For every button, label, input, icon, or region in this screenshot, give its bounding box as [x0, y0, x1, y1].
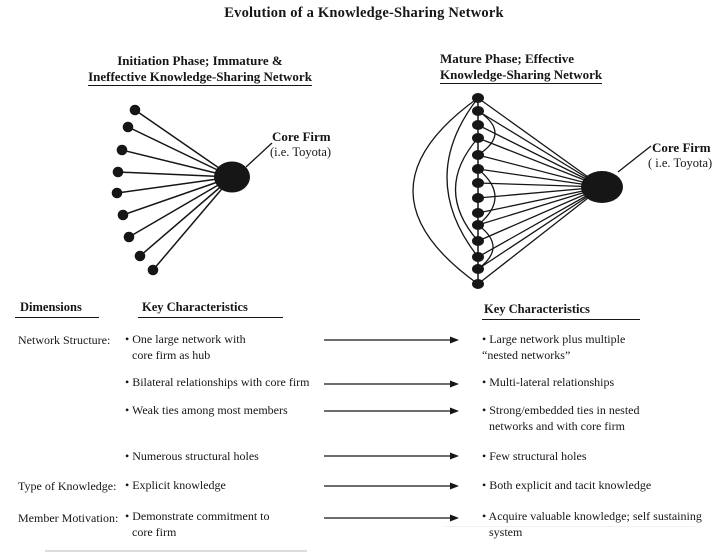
network-tie-line — [477, 97, 603, 188]
member-firm-node — [122, 121, 134, 133]
member-firm-node — [472, 133, 484, 143]
member-firm-node — [123, 231, 135, 243]
mapping-arrow-head — [450, 407, 459, 415]
mature-phase-heading-line1: Mature Phase; Effective — [440, 51, 575, 66]
mapping-arrow-head — [450, 452, 459, 460]
initiation-characteristic: • Demonstrate commitment to core firm — [125, 509, 270, 539]
mature-characteristic: • Large network plus multiple “nested ne… — [482, 332, 626, 362]
dimension-label: Network Structure: — [18, 333, 111, 347]
initiation-phase-heading: Initiation Phase; Immature & Ineffective… — [39, 53, 361, 86]
network-tie-line — [139, 176, 233, 257]
figure-title: Evolution of a Knowledge-Sharing Network — [224, 5, 504, 21]
initiation-phase-heading-line1: Initiation Phase; Immature & — [117, 53, 283, 68]
member-firm-node — [472, 279, 484, 289]
network-tie-line — [477, 137, 603, 188]
network-tie-line — [477, 186, 603, 242]
network-tie-line — [134, 109, 233, 178]
mature-characteristic: • Few structural holes — [482, 449, 587, 463]
member-firm-node — [112, 166, 124, 178]
network-tie-line — [116, 176, 233, 194]
mapping-arrow-head — [450, 380, 459, 388]
nested-network-arc — [477, 110, 496, 156]
key-characteristics-header-left: Key Characteristics — [138, 300, 283, 318]
member-firm-node — [472, 252, 484, 262]
member-firm-node — [472, 264, 484, 274]
right-core-firm-label: Core Firm — [652, 140, 711, 155]
member-firm-node — [472, 178, 484, 188]
mature-characteristic: • Acquire valuable knowledge; self susta… — [482, 509, 702, 539]
nested-network-arc — [454, 137, 479, 242]
network-tie-line — [477, 154, 603, 188]
network-tie-line — [477, 186, 603, 270]
mapping-arrow-head — [450, 482, 459, 490]
mapping-arrow-head — [450, 514, 459, 522]
network-tie-line — [121, 149, 233, 178]
network-tie-line — [477, 110, 603, 188]
initiation-characteristic: • One large network with core firm as hu… — [125, 332, 246, 362]
nested-network-arc — [446, 97, 479, 258]
network-tie-line — [477, 168, 603, 188]
initiation-characteristic: • Bilateral relationships with core firm — [125, 375, 310, 389]
initiation-characteristic: • Weak ties among most members — [125, 403, 288, 417]
member-firm-node — [472, 120, 484, 130]
mature-phase-heading-line2: Knowledge-Sharing Network — [440, 67, 603, 84]
mature-characteristic: • Both explicit and tacit knowledge — [482, 478, 652, 492]
mature-characteristic: • Strong/embedded ties in nested network… — [482, 403, 640, 433]
initiation-characteristic: • Explicit knowledge — [125, 478, 226, 492]
core-firm-node — [214, 161, 250, 193]
initiation-characteristic: • Numerous structural holes — [125, 449, 259, 463]
dimension-label: Member Motivation: — [18, 511, 119, 525]
nested-network-arc — [412, 97, 479, 285]
mapping-arrow-head — [450, 336, 459, 344]
member-firm-node — [472, 164, 484, 174]
mature-characteristic: • Multi-lateral relationships — [482, 375, 615, 389]
network-tie-line — [122, 176, 233, 216]
member-firm-node — [117, 209, 129, 221]
core-firm-pointer-line — [617, 145, 652, 173]
member-firm-node — [472, 106, 484, 116]
network-tie-line — [127, 126, 233, 178]
member-firm-node — [472, 236, 484, 246]
initiation-phase-heading-line2: Ineffective Knowledge-Sharing Network — [88, 69, 312, 86]
member-firm-node — [472, 193, 484, 203]
scan-artifact-line — [45, 550, 307, 552]
core-firm-pointer-line — [245, 142, 273, 168]
network-tie-line — [477, 186, 603, 226]
key-characteristics-header-right: Key Characteristics — [482, 302, 640, 320]
mature-phase-heading: Mature Phase; Effective Knowledge-Sharin… — [440, 51, 603, 84]
network-tie-line — [477, 186, 603, 258]
dimensions-header: Dimensions — [15, 300, 99, 318]
scan-artifact-line — [445, 526, 695, 527]
member-firm-node — [472, 150, 484, 160]
nested-network-arc — [477, 168, 496, 226]
left-core-firm-sublabel: (i.e. Toyota) — [270, 145, 332, 159]
left-core-firm-label: Core Firm — [272, 129, 331, 144]
network-tie-line — [477, 124, 603, 188]
member-firm-node — [111, 187, 123, 199]
member-firm-node — [147, 264, 159, 276]
network-tie-line — [152, 176, 233, 271]
member-firm-node — [472, 93, 484, 103]
member-firm-node — [134, 250, 146, 262]
member-firm-node — [472, 220, 484, 230]
network-tie-line — [117, 171, 233, 178]
dimension-label: Type of Knowledge: — [18, 479, 117, 493]
nested-network-arc — [477, 224, 494, 270]
network-tie-line — [477, 186, 603, 285]
member-firm-node — [472, 208, 484, 218]
member-firm-node — [116, 144, 128, 156]
network-tie-line — [477, 186, 603, 214]
core-firm-node — [581, 171, 623, 203]
network-tie-line — [128, 176, 233, 238]
right-core-firm-sublabel: ( i.e. Toyota) — [648, 156, 713, 170]
member-firm-node — [129, 104, 141, 116]
